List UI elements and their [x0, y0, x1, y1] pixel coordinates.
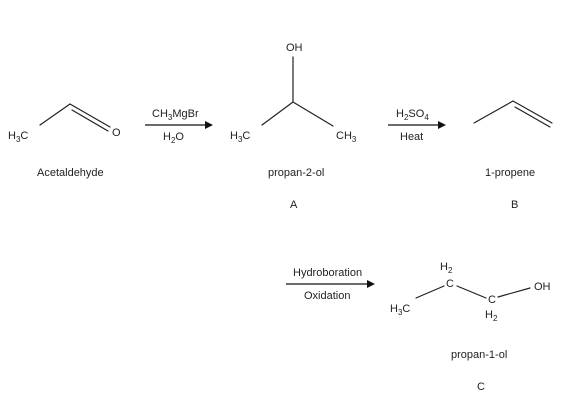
step2-reagent-bottom: Heat: [400, 131, 423, 143]
step3-reagent-bottom: Oxidation: [304, 290, 350, 302]
propan-1-ol-upper-h2-label: H2: [440, 261, 453, 275]
acetaldehyde-c-o-bond-2: [71, 109, 109, 132]
propan-2-ol-structure: OH H3C CH3: [230, 42, 357, 144]
propan-1-ol-lower-h2-label: H2: [485, 309, 498, 323]
acetaldehyde-ch3-label: H3C: [8, 130, 28, 144]
propan-2-ol-right-ch3-label: CH3: [336, 130, 357, 144]
step2-reagent-top: H2SO4: [396, 108, 429, 122]
propan-1-ol-ch3-label: H3C: [390, 303, 410, 317]
acetaldehyde-c-c-bond: [39, 103, 71, 126]
propene-double-bond-2: [514, 106, 551, 128]
step2-arrow: [388, 121, 446, 129]
step2-arrow-head: [438, 121, 446, 129]
propan-2-ol-left-ch3-label: H3C: [230, 130, 250, 144]
acetaldehyde-oxygen-label: O: [112, 127, 121, 139]
compound-a-letter: A: [290, 199, 298, 211]
acetaldehyde-structure: H3C O: [8, 103, 121, 144]
step3-reagent-top: Hydroboration: [293, 267, 362, 279]
acetaldehyde-name: Acetaldehyde: [37, 167, 104, 179]
propan-2-ol-left-bond: [261, 101, 294, 126]
step1-reagent-top: CH3MgBr: [152, 108, 199, 122]
propan-1-ol-oh-label: OH: [534, 281, 551, 293]
propene-structure: [473, 100, 553, 128]
propan-1-ol-bond-2: [456, 285, 487, 299]
compound-b-letter: B: [511, 199, 518, 211]
propan-1-ol-bond-1: [415, 285, 445, 299]
step3-arrow: [286, 280, 375, 288]
step1-arrow: [145, 121, 213, 129]
step1-reagent-bottom: H2O: [163, 131, 184, 145]
propan-1-ol-name: propan-1-ol: [451, 349, 507, 361]
propene-double-bond-1: [512, 100, 553, 124]
step1-arrow-head: [205, 121, 213, 129]
step3-arrow-head: [367, 280, 375, 288]
propan-1-ol-bond-3: [497, 287, 531, 298]
propan-1-ol-structure: H2 C C H2 H3C OH: [390, 261, 551, 323]
propan-1-ol-lower-c-label: C: [488, 294, 496, 306]
acetaldehyde-c-o-bond-1: [69, 103, 111, 128]
propene-name: 1-propene: [485, 167, 535, 179]
propene-single-bond: [473, 100, 514, 124]
propan-2-ol-name: propan-2-ol: [268, 167, 324, 179]
propan-2-ol-oh-label: OH: [286, 42, 303, 54]
compound-c-letter: C: [477, 381, 485, 393]
propan-2-ol-right-bond: [292, 101, 334, 127]
propan-1-ol-upper-c-label: C: [446, 278, 454, 290]
